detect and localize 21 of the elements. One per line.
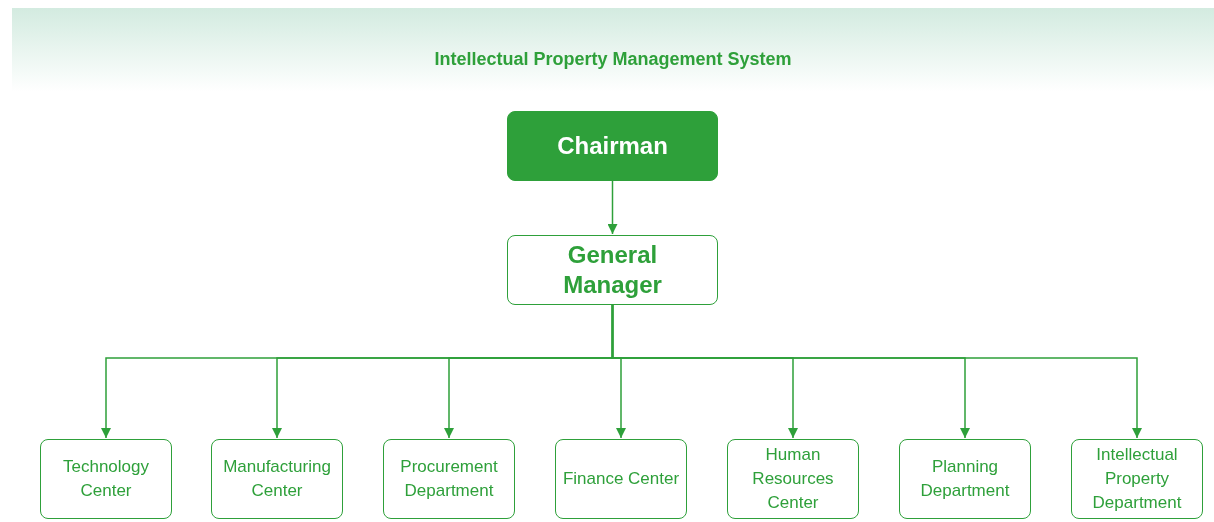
- box-label: Procurement Department: [399, 456, 499, 502]
- org-box: [507, 235, 718, 305]
- box-label: Finance Center: [561, 468, 681, 490]
- box-label: General Manager: [562, 240, 663, 300]
- connector-arrow: [607, 180, 618, 235]
- box-label: Intellectual Property Department: [1091, 444, 1183, 514]
- box-label: Technology Center: [62, 456, 150, 502]
- box-label: Chairman: [556, 131, 669, 161]
- title: Intellectual Property Management System: [434, 47, 792, 71]
- org-box: [899, 439, 1031, 519]
- org-box: [555, 439, 687, 519]
- chairman-box: [507, 111, 718, 181]
- org-box: [383, 439, 515, 519]
- connector-arrow: [611, 304, 1142, 439]
- box-label: Human Resources Center: [751, 444, 835, 514]
- box-label: Planning Department: [919, 456, 1011, 502]
- box-label: Manufacturing Center: [222, 456, 332, 502]
- org-box: [1071, 439, 1203, 519]
- org-box: [727, 439, 859, 519]
- org-box: [211, 439, 343, 519]
- org-box: [40, 439, 172, 519]
